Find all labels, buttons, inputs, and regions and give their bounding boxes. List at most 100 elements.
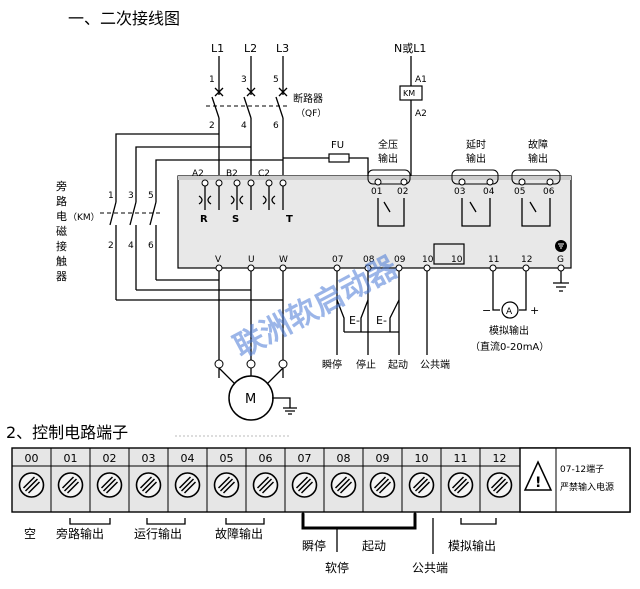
unit-input-terminals: A2 B2 C2 R S T [192,169,293,225]
analog-minus: − [482,304,491,317]
control-label-instant-stop: 瞬停 [322,358,342,371]
button-glyph-stop: E- [349,314,360,327]
km-coil-label: KM [403,89,415,98]
strip-terminal-number: 06 [259,452,273,465]
strip-label-fault-out: 故障输出 [215,526,263,541]
strip-terminal-number: 09 [376,452,390,465]
bottom-term-12: 12 [521,255,532,265]
terminal-screw-slot [139,476,158,494]
relay2-label1: 延时 [466,139,486,151]
breaker-bottom-num-2: 2 [209,121,215,131]
strip-label-analog-out: 模拟输出 [448,538,496,553]
input-label-a2: A2 [192,169,204,179]
control-supply-label: N或L1 [394,42,426,55]
breaker-top-num-1: 1 [209,75,215,85]
terminal-screw-slot [22,476,41,494]
relay1-label2: 输出 [378,152,398,165]
terminal-screw-slot [61,476,80,494]
phase-label-l2: L2 [244,42,257,55]
terminal-screw-slot [412,476,431,494]
bypass-bottom-num-6: 6 [148,241,154,251]
strip-group-brackets [69,512,497,554]
bypass-char-5: 接 [56,240,67,253]
control-label-common: 公共端 [420,358,450,371]
strip-terminal-number: 03 [142,452,156,465]
analog-plus: + [530,304,539,317]
strip-terminal-number: 00 [25,452,39,465]
km-coil-box [399,85,423,101]
bypass-contactor-label: 旁 路 电 磁 接 触 器 （KM） [56,179,100,283]
strip-label-start: 起动 [362,539,386,553]
relay1-term1: 01 [371,187,382,197]
relay3-label1: 故障 [528,138,548,151]
section2-title: 2、控制电路端子 [6,423,128,442]
terminal-screw-slot [373,476,392,494]
phase-inner-t: T [286,214,293,225]
bypass-bottom-num-2: 2 [108,241,114,251]
bypass-char-2: 路 [56,195,67,208]
phase-label-l3: L3 [276,42,289,55]
bypass-char-1: 旁 [56,179,67,193]
bypass-top-num-1: 1 [108,191,114,201]
terminal-screw-slot [178,476,197,494]
bypass-char-4: 磁 [56,225,67,238]
warning-glyph: ! [535,475,541,491]
relay2-label2: 输出 [466,152,486,165]
motor-wiring [214,271,288,386]
strip-terminal-number: 08 [337,452,351,465]
strip-label-soft-stop: 软停 [325,560,349,575]
control-label-start: 起动 [388,359,408,371]
ground-terminal-icon [555,240,567,252]
phase-inner-s: S [232,214,239,225]
bypass-contactor-wiring: 1 3 5 2 4 6 [100,133,283,301]
analog-label2: （直流0-20mA） [470,340,549,353]
bottom-term-08: 08 [363,255,375,265]
terminal-screw-slot [490,476,509,494]
control-button-wiring: E- E- [336,271,428,355]
relay-group-delay: 延时 输出 03 04 [451,139,499,227]
warning-line2: 严禁输入电源 [560,481,614,493]
warning-triangle-icon [523,460,553,491]
km-a2-label: A2 [415,109,427,119]
bottom-term-w: W [279,255,288,265]
strip-label-bypass-out: 旁路输出 [56,526,104,541]
bottom-term-09: 09 [394,255,406,265]
strip-terminal-number: 12 [493,452,507,465]
bottom-term-07: 07 [332,255,343,265]
fuse-symbol [328,153,350,163]
power-input-lines: 1 3 5 2 4 6 [206,56,290,175]
breaker-label: 断路器 [293,92,323,105]
phase-inner-r: R [200,214,208,225]
bypass-char-6: 触 [56,254,67,268]
analog-label1: 模拟输出 [489,324,529,337]
fuse-label: FU [331,140,344,151]
relay-group-fault: 故障 输出 05 06 [511,138,561,227]
relay1-term2: 02 [397,187,408,197]
terminal-screw-slot [295,476,314,494]
bypass-top-num-3: 3 [128,191,134,201]
breaker-top-num-3: 3 [241,75,247,85]
relay3-term1: 05 [514,187,525,197]
strip-label-common: 公共端 [412,561,448,575]
unit-top-band [178,176,571,180]
bottom-term-10b: 10 [451,255,463,265]
control-label-stop: 停止 [356,358,376,371]
warning-line1: 07-12端子 [560,463,604,475]
bypass-bottom-num-4: 4 [128,241,134,251]
terminal-screw-slot [451,476,470,494]
strip-terminal-number: 10 [415,452,429,465]
input-label-c2: C2 [258,169,270,179]
terminal-screw-slot [256,476,275,494]
motor-label: M [245,392,256,407]
relay3-label2: 输出 [528,152,548,165]
strip-terminal-number: 07 [298,452,312,465]
analog-output-wiring: A − + [482,271,539,319]
relay2-term2: 04 [483,187,495,197]
strip-terminal-number: 01 [64,452,78,465]
button-glyph-start: E- [376,314,387,327]
bypass-top-num-5: 5 [148,191,154,201]
power-phase-labels: L1 L2 L3 [211,42,289,55]
breaker-code: （QF） [296,108,326,119]
